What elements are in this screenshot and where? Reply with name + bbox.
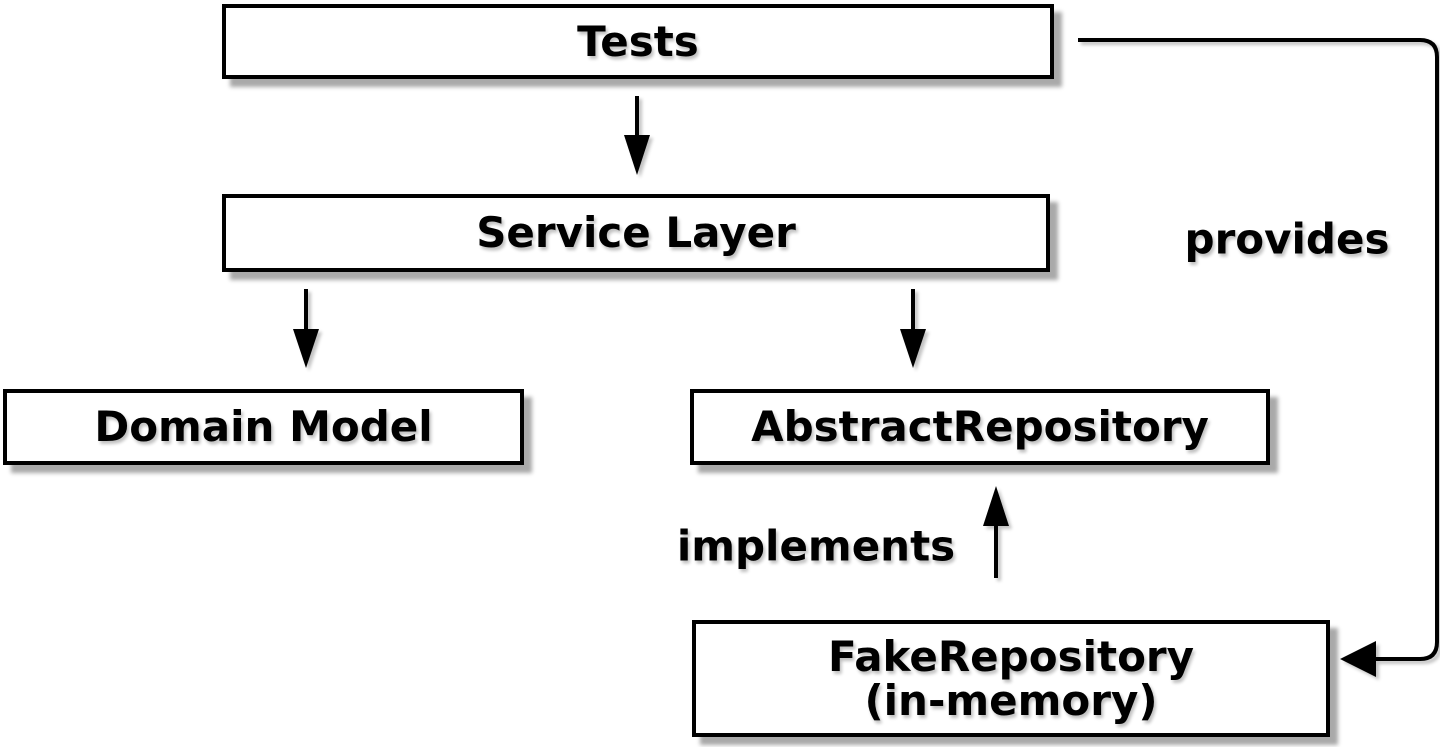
- edge-tests-provides-fake-repository: [1078, 38, 1439, 677]
- node-fake-repository-label: FakeRepository: [827, 631, 1195, 681]
- edge-service-layer-to-domain-model: [293, 289, 319, 368]
- arrowhead-down-icon: [900, 329, 926, 368]
- arrowhead-up-icon: [983, 486, 1009, 526]
- node-fake-repository-sublabel: (in-memory): [864, 675, 1158, 725]
- node-abstract-repository-label: AbstractRepository: [751, 402, 1209, 452]
- node-domain-model: Domain Model: [3, 389, 524, 465]
- edge-tests-to-service-layer: [624, 96, 650, 175]
- edge-label-implements: implements: [676, 521, 956, 571]
- node-fake-repository: FakeRepository (in-memory): [692, 620, 1330, 737]
- edge-fake-repository-to-abstract-repository: [983, 486, 1009, 578]
- node-abstract-repository: AbstractRepository: [690, 389, 1270, 465]
- node-service-layer-label: Service Layer: [476, 208, 796, 258]
- arrowhead-left-icon: [1340, 641, 1376, 677]
- edge-service-layer-to-abstract-repository: [900, 289, 926, 368]
- node-service-layer: Service Layer: [222, 194, 1050, 272]
- edge-label-provides: provides: [1184, 214, 1390, 264]
- node-domain-model-label: Domain Model: [94, 402, 433, 452]
- arrowhead-down-icon: [293, 329, 319, 368]
- node-tests-label: Tests: [577, 16, 699, 66]
- arrowhead-down-icon: [624, 135, 650, 175]
- node-tests: Tests: [222, 4, 1054, 79]
